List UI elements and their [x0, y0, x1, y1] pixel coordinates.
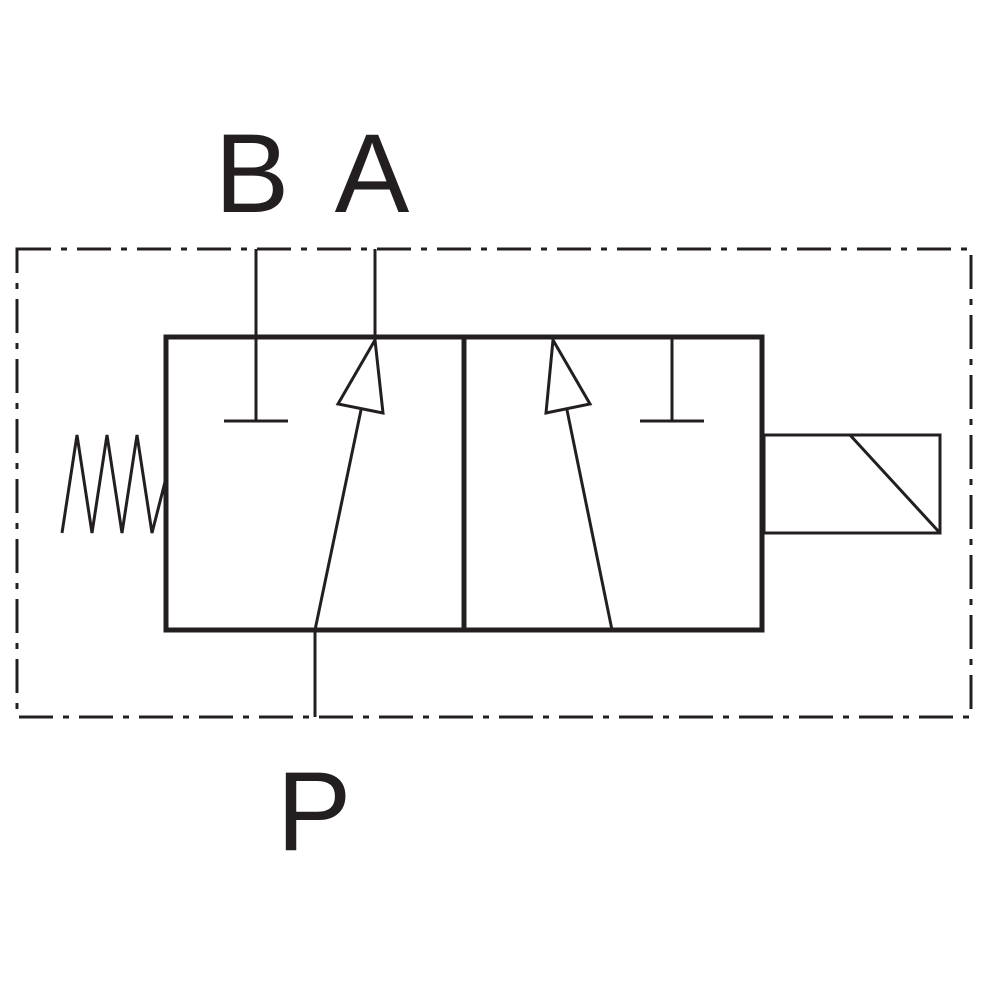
blocked-port-right-icon	[640, 337, 704, 423]
port-p-label: P	[277, 749, 352, 874]
flow-arrow-left-icon	[313, 335, 385, 631]
spring-return-icon	[60, 434, 168, 534]
port-b-connection	[224, 249, 288, 423]
port-b-label: B	[215, 111, 290, 236]
solenoid-actuator-icon	[762, 433, 942, 535]
flow-arrow-right-icon	[544, 335, 614, 631]
enclosure-outline	[15, 247, 973, 719]
port-a-label: A	[335, 111, 410, 236]
